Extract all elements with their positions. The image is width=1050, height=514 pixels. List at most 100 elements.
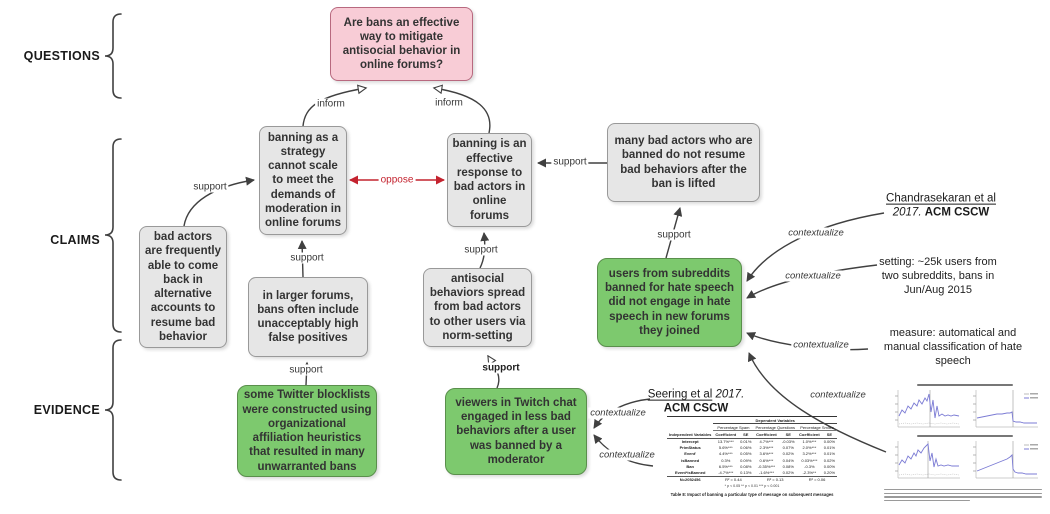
table-row-label: PrimStatus xyxy=(679,445,701,451)
brace-questions xyxy=(104,13,122,99)
evidence-node-twitch[interactable]: viewers in Twitch chat engaged in less b… xyxy=(445,388,587,475)
table-row: Event'4.4%***0.05%3.6%***0.02%3.2%***0.0… xyxy=(667,451,837,457)
table-cell: 0.03%*** xyxy=(801,457,818,463)
table-cell: 0.02% xyxy=(823,457,836,463)
note-measure[interactable]: measure: automatical and manual classifi… xyxy=(883,326,1023,368)
table-cell: 0.00% xyxy=(823,463,836,469)
chart-legend xyxy=(1024,393,1038,399)
edge-inform-right xyxy=(434,88,491,134)
table-cell: 5.6%*** xyxy=(718,445,733,451)
citation-venue: ACM CSCW xyxy=(663,403,729,415)
line-chart-panel-1 xyxy=(895,390,960,428)
claim-node-comeback[interactable]: bad actors are frequently able to come b… xyxy=(139,226,227,348)
question-node[interactable]: Are bans an effective way to mitigate an… xyxy=(330,7,473,81)
table-cell: 2.3%*** xyxy=(759,445,774,451)
claim-node-false-positives[interactable]: in larger forums, bans often include una… xyxy=(248,277,368,357)
table-significance-note: * p < 0.05 ** p < 0.01 *** p < 0.001 xyxy=(724,483,780,488)
edge-label-inform-left: inform xyxy=(315,98,347,110)
table-cell: -4.7%*** xyxy=(718,470,734,475)
table-cell: 4.4%*** xyxy=(718,451,733,457)
table-cell: 0.13% xyxy=(740,470,752,475)
edge-label-oppose: oppose xyxy=(378,174,416,186)
edge-label-contextualize-3: contextualize xyxy=(791,339,851,351)
figure-row-title-2 xyxy=(917,435,1013,437)
table-row-label: Intercept xyxy=(666,437,714,445)
citation-seering[interactable]: Seering et al 2017. ACM CSCW xyxy=(638,388,754,417)
claim-node-scale[interactable]: banning as a strategy cannot scale to me… xyxy=(259,126,347,235)
table-cell: 0.3% xyxy=(721,457,731,463)
paper-figure-regression-table[interactable]: Dependent Variables Percentage Spam Perc… xyxy=(652,415,852,497)
table-cell: 0.00% xyxy=(821,437,838,445)
brace-evidence xyxy=(104,339,122,481)
table-cell: 0.01% xyxy=(738,437,754,445)
table-cell: 0.02% xyxy=(782,470,794,475)
table-row-header: Independent Variables xyxy=(668,431,712,437)
table-cell: 13.7%*** xyxy=(713,437,739,445)
line-chart-panel-3 xyxy=(895,441,960,479)
table-cell: 0.09% xyxy=(740,457,752,463)
table-cell: 0.01% xyxy=(823,445,836,451)
edge-label-contextualize-2: contextualize xyxy=(783,270,843,282)
table-r2: R² = 0.06 xyxy=(797,475,838,483)
table-cell: 0.05% xyxy=(740,451,752,457)
claim-node-effective[interactable]: banning is an effective response to bad … xyxy=(447,133,532,227)
table-cell: 0.08% xyxy=(740,463,752,469)
table-cell: 1.0%*** xyxy=(797,437,822,445)
table-cell: 0.20% xyxy=(823,470,836,475)
table-cell: 6.5%*** xyxy=(718,463,733,469)
table-cell: -0.35%*** xyxy=(757,463,776,469)
table-cell: 0.01% xyxy=(823,451,836,457)
table-row-label: isBanned xyxy=(681,457,700,463)
citation-year: 2017. xyxy=(892,207,922,219)
citation-chandrasekaran[interactable]: Chandrasekaran et al 2017. ACM CSCW xyxy=(879,192,1003,221)
table-cell: -0.3% xyxy=(804,463,815,469)
table-cell: 2.0%*** xyxy=(802,445,817,451)
table-caption: Table 8: Impact of banning a particular … xyxy=(670,491,834,497)
table-cell: 4.7%*** xyxy=(753,437,780,445)
table-r2: R² = 0.44 xyxy=(713,475,754,483)
evidence-node-subreddits[interactable]: users from subreddits banned for hate sp… xyxy=(597,258,742,347)
edge-label-contextualize-5: contextualize xyxy=(588,407,648,419)
paper-figure-line-charts[interactable] xyxy=(884,383,1046,503)
chart-legend xyxy=(1024,444,1038,450)
evidence-node-blocklists[interactable]: some Twitter blocklists were constructed… xyxy=(237,385,377,477)
table-cell: 3.6%*** xyxy=(759,451,774,457)
brace-claims xyxy=(104,138,122,333)
table-subcol: Coefficient xyxy=(715,431,737,437)
edge-label-contextualize-6: contextualize xyxy=(597,449,657,461)
claim-node-norm-setting[interactable]: antisocial behaviors spread from bad act… xyxy=(423,268,532,347)
edge-label-support-7: support xyxy=(480,362,522,374)
edge-label-contextualize-1: contextualize xyxy=(786,227,846,239)
line-chart-panel-4 xyxy=(973,441,1038,479)
table-r2: R² = 0.13 xyxy=(753,475,798,483)
section-braces xyxy=(104,13,122,481)
section-label-questions: QUESTIONS xyxy=(23,49,100,63)
section-label-claims: CLAIMS xyxy=(50,233,100,247)
table-row-label: Event*isBanned xyxy=(674,470,706,475)
table-n: N=2052456 xyxy=(666,475,714,483)
table-colgroup: Percentage Questions xyxy=(753,423,798,432)
edge-label-support-5: support xyxy=(655,229,693,241)
edge-label-support-3: support xyxy=(462,244,500,256)
edge-label-inform-right: inform xyxy=(433,97,465,109)
table-subcol: SE xyxy=(826,431,833,437)
table-colgroup: Percentage Smiles xyxy=(797,423,838,432)
table-cell: 0.04% xyxy=(782,457,794,463)
edge-label-contextualize-4: contextualize xyxy=(808,389,868,401)
table-cell: 0.06% xyxy=(740,445,752,451)
edge-label-support-2: support xyxy=(288,252,326,264)
table-row-label: Ban xyxy=(686,463,694,469)
note-setting[interactable]: setting: ~25k users from two subreddits,… xyxy=(879,255,997,297)
figure-caption-lines xyxy=(884,489,1046,502)
table-cell: 0.6%*** xyxy=(759,457,774,463)
line-chart-panel-2 xyxy=(973,390,1038,428)
table-colgroup: Percentage Spam xyxy=(713,423,754,432)
table-cell: 3.2%*** xyxy=(802,451,817,457)
claim-node-no-resume[interactable]: many bad actors who are banned do not re… xyxy=(607,123,760,202)
table-subcol: Coefficient xyxy=(756,431,777,437)
citation-author: Seering et al xyxy=(647,388,713,401)
